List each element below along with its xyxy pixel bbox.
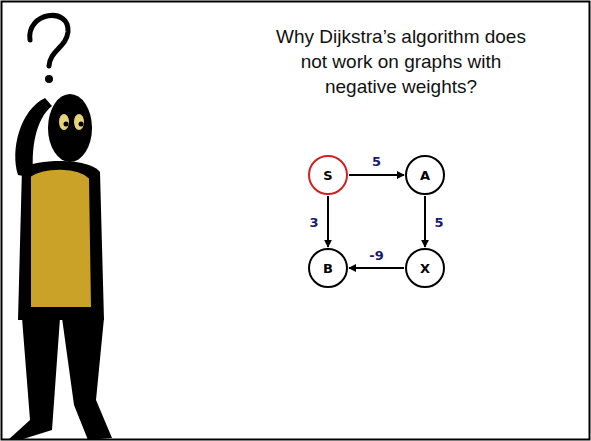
eye xyxy=(74,114,84,130)
edge-weight: 3 xyxy=(307,214,320,229)
torso xyxy=(30,169,92,308)
weighted-edge xyxy=(349,267,404,269)
graph-vertex: A xyxy=(405,155,445,195)
leg xyxy=(8,318,60,440)
weighted-edge xyxy=(327,196,329,247)
vertex-name: X xyxy=(420,261,430,276)
question-dot xyxy=(45,75,53,83)
thinking-figure xyxy=(8,15,112,440)
graph-vertex: S xyxy=(308,155,348,195)
graph-vertex: X xyxy=(405,248,445,288)
weighted-edge xyxy=(349,174,404,176)
pupil xyxy=(64,122,69,127)
weighted-edge xyxy=(424,196,426,247)
slide-title: Why Dijkstra’s algorithm does not work o… xyxy=(270,24,532,99)
vertex-name: B xyxy=(323,261,333,276)
edge-weight: 5 xyxy=(432,214,445,229)
eye xyxy=(59,114,69,130)
vertex-name: S xyxy=(323,168,332,183)
leg xyxy=(62,318,112,440)
edge-weight: 5 xyxy=(370,154,383,169)
pupil xyxy=(79,122,84,127)
graph-vertex: B xyxy=(308,248,348,288)
body xyxy=(18,161,104,320)
edge-weight: -9 xyxy=(367,248,385,263)
vertex-name: A xyxy=(420,168,430,183)
question-mark xyxy=(30,15,68,66)
head xyxy=(48,94,92,162)
